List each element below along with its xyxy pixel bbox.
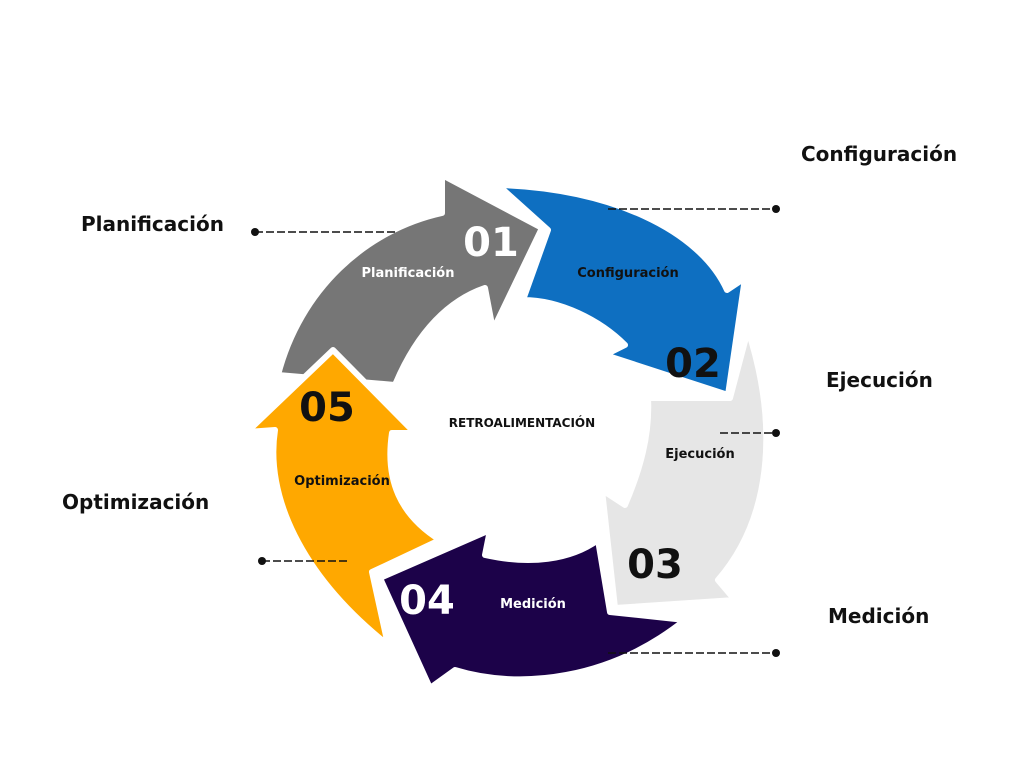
step-label-planificacion: Planificación: [362, 266, 455, 281]
side-label-planificacion: Planificación: [81, 212, 224, 236]
connector-planificacion: [251, 228, 398, 236]
side-label-configuracion: Configuración: [801, 142, 958, 166]
step-label-configuracion: Configuración: [577, 266, 678, 281]
side-label-ejecucion: Ejecución: [826, 368, 933, 392]
side-label-optimizacion: Optimización: [62, 490, 210, 514]
center-label: RETROALIMENTACIÓN: [449, 415, 595, 430]
step-number-05: 05: [299, 385, 355, 431]
step-label-ejecucion: Ejecución: [665, 447, 734, 462]
connector-optimizacion: [258, 557, 350, 565]
step-label-optimizacion: Optimización: [294, 474, 390, 489]
segment-optimizacion: [244, 347, 443, 648]
step-label-medicion: Medición: [500, 597, 566, 612]
connector-configuracion: [608, 205, 780, 213]
step-number-02: 02: [665, 341, 721, 387]
segment-medicion: [377, 527, 688, 691]
segment-planificacion: [275, 172, 545, 388]
step-number-04: 04: [399, 578, 455, 624]
step-number-03: 03: [627, 542, 683, 588]
segment-ejecucion: [599, 327, 770, 611]
connector-medicion: [608, 649, 780, 657]
side-label-medicion: Medición: [828, 604, 930, 628]
step-number-01: 01: [463, 220, 519, 266]
connector-ejecucion: [720, 429, 780, 437]
segment-configuracion: [495, 182, 748, 398]
